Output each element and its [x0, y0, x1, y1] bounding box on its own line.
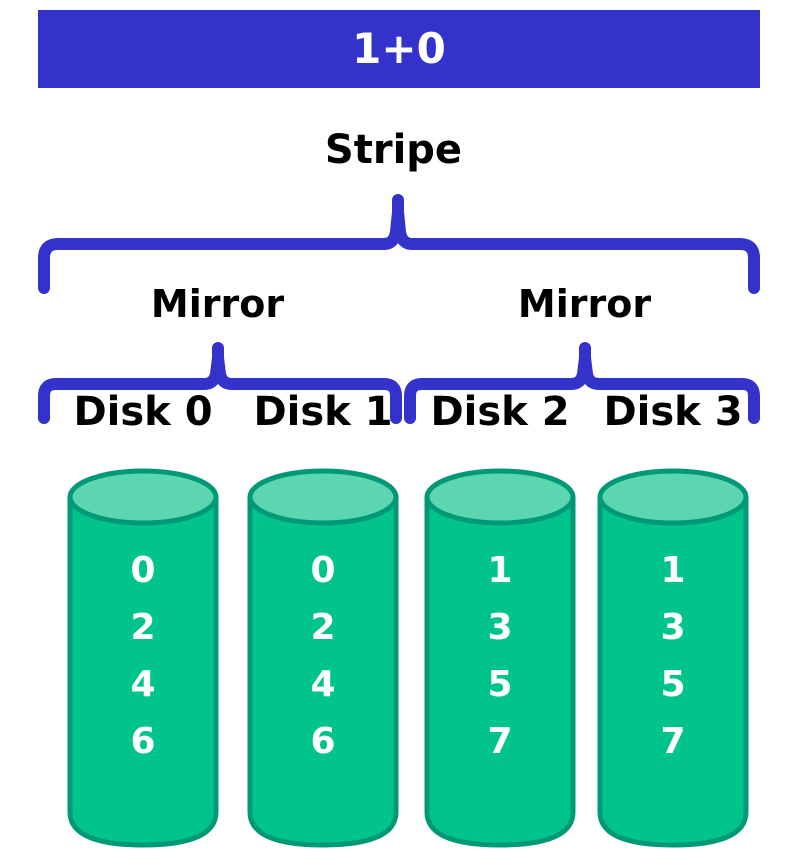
disk-label-0: Disk 0	[73, 389, 213, 435]
disk-block: 6	[130, 721, 156, 762]
disk-label-1: Disk 1	[253, 389, 393, 435]
disk-blocks-0: 0 2 4 6	[68, 553, 218, 781]
diagram-title-bar: 1+0	[38, 10, 760, 88]
diagram-title-text: 1+0	[352, 24, 446, 73]
disk-block: 2	[310, 607, 336, 648]
disk-blocks-1: 0 2 4 6	[248, 553, 398, 781]
disk-block: 3	[487, 607, 513, 648]
stripe-brace	[38, 206, 760, 294]
disk-block: 1	[487, 550, 513, 591]
disk-block: 3	[660, 607, 686, 648]
disk-label-2: Disk 2	[430, 389, 570, 435]
mirror-label-left: Mirror	[150, 282, 285, 326]
disk-block: 2	[130, 607, 156, 648]
disk-blocks-3: 1 3 5 7	[598, 553, 748, 781]
disk-block: 4	[130, 664, 156, 705]
disk-block: 4	[310, 664, 336, 705]
disk-block: 1	[660, 550, 686, 591]
mirror-label-right: Mirror	[517, 282, 652, 326]
disk-block: 5	[487, 664, 513, 705]
disk-block: 0	[310, 550, 336, 591]
disk-block: 0	[130, 550, 156, 591]
disk-block: 5	[660, 664, 686, 705]
disk-block: 7	[487, 721, 513, 762]
disk-block: 7	[660, 721, 686, 762]
disk-label-3: Disk 3	[603, 389, 743, 435]
stripe-label: Stripe	[324, 127, 463, 173]
disk-blocks-2: 1 3 5 7	[425, 553, 575, 781]
disk-block: 6	[310, 721, 336, 762]
